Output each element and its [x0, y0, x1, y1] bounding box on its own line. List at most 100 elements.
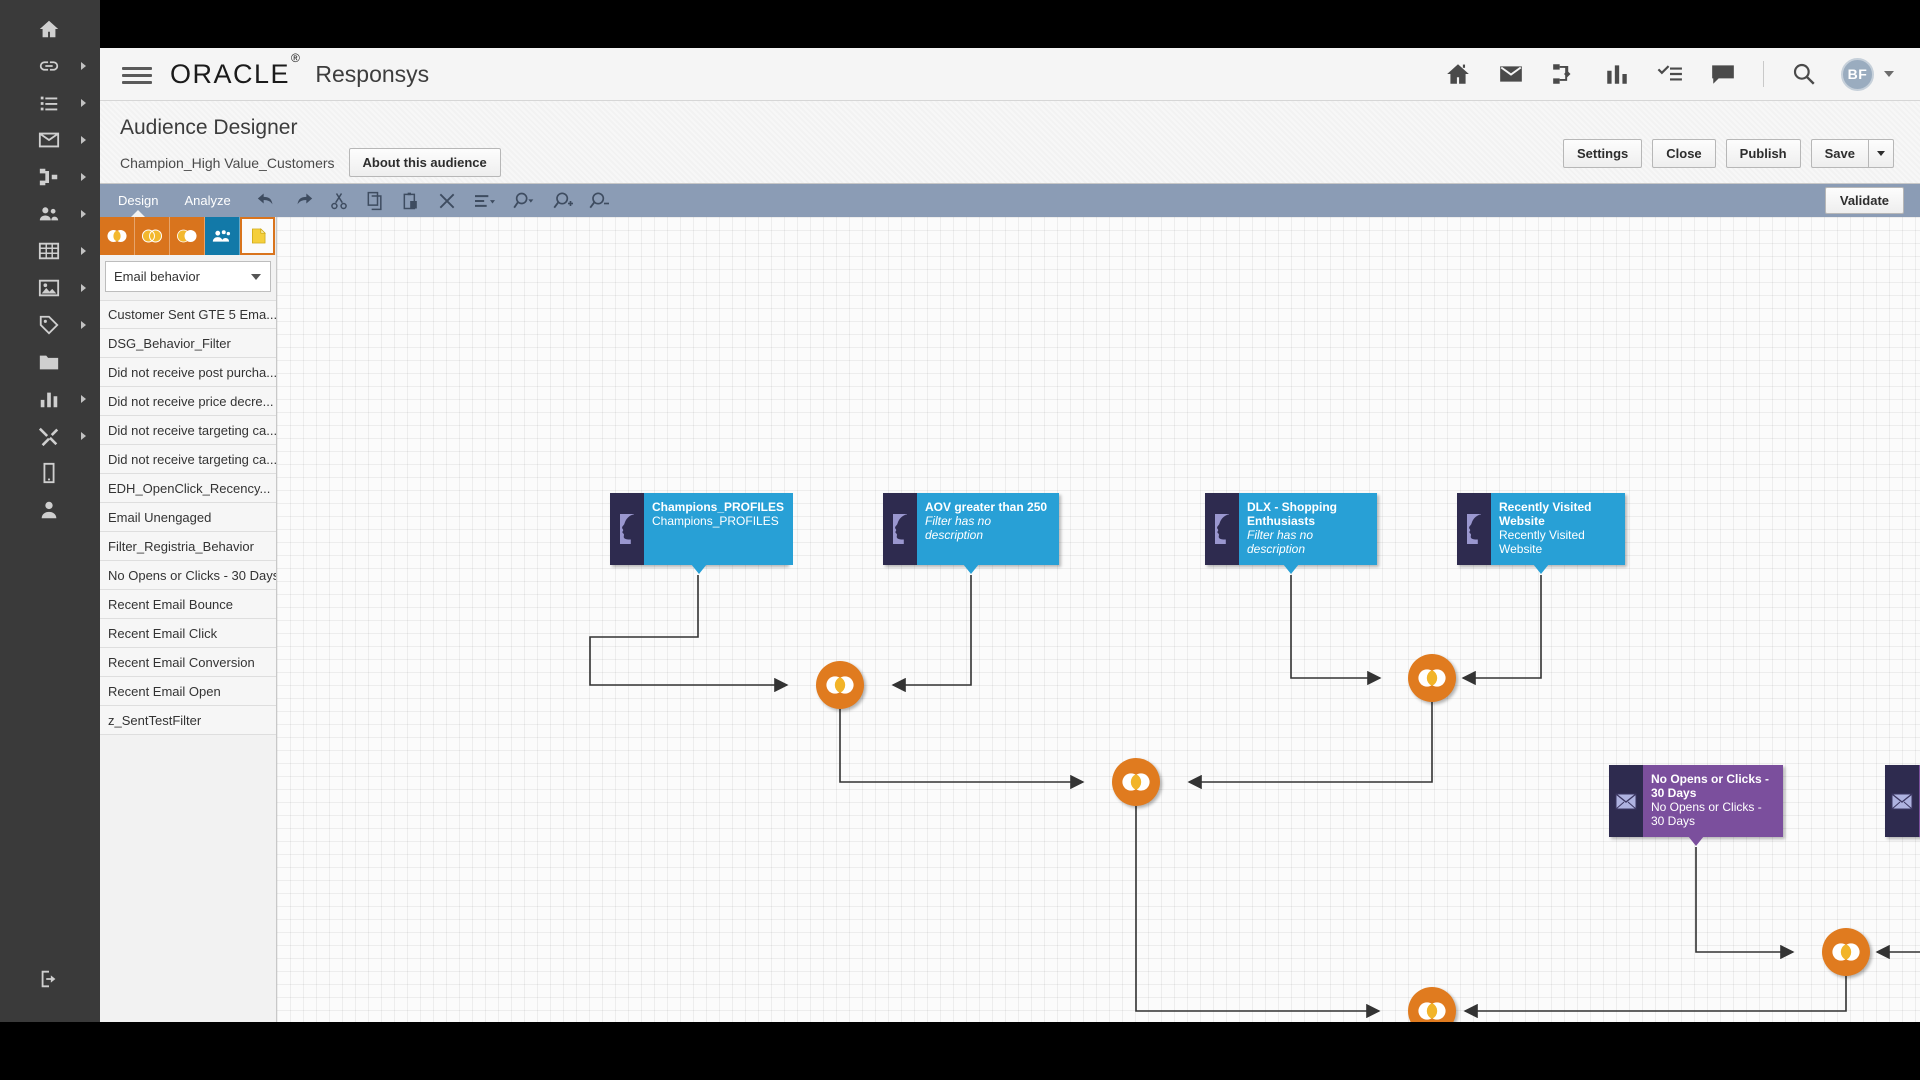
rail-item-email[interactable] [0, 121, 100, 158]
intersection-icon [107, 230, 127, 242]
rail-item-account[interactable] [0, 491, 100, 528]
search-icon[interactable] [1791, 61, 1817, 87]
rail-expand-arrow[interactable] [81, 135, 86, 144]
avatar-dropdown-icon[interactable] [1884, 71, 1894, 77]
palette-list-item[interactable]: Recent Email Conversion [100, 648, 276, 677]
rail-item-tools[interactable] [0, 417, 100, 454]
palette-list-item[interactable]: Email Unengaged [100, 503, 276, 532]
hamburger-menu-icon[interactable] [122, 63, 152, 85]
rail-item-folders[interactable] [0, 343, 100, 380]
palette-list-item[interactable]: Did not receive targeting ca... [100, 416, 276, 445]
flow-operator-op5[interactable] [1408, 987, 1456, 1022]
rail-expand-arrow[interactable] [81, 394, 86, 403]
avatar[interactable]: BF [1841, 57, 1874, 91]
palette-list-item[interactable]: Recent Email Open [100, 677, 276, 706]
align-icon[interactable] [473, 191, 497, 211]
publish-button[interactable]: Publish [1725, 139, 1801, 168]
zoom-out-icon[interactable] [589, 191, 609, 211]
palette-list-item[interactable]: Did not receive targeting ca... [100, 445, 276, 474]
flow-node-n6[interactable]: Recent Email BounceFilter has no descrip… [1885, 765, 1920, 837]
cut-icon[interactable] [329, 191, 349, 211]
chevron-down-icon [251, 273, 261, 280]
palette-tab-difference[interactable] [170, 217, 205, 255]
difference-icon [177, 229, 197, 243]
undo-icon[interactable] [257, 191, 277, 211]
save-dropdown-icon[interactable] [1868, 139, 1894, 168]
rail-expand-arrow[interactable] [81, 61, 86, 70]
profile-silhouette-icon [1210, 514, 1234, 544]
rail-item-content[interactable] [0, 269, 100, 306]
rail-expand-arrow[interactable] [81, 209, 86, 218]
rail-item-mobile[interactable] [0, 454, 100, 491]
rail-expand-arrow[interactable] [81, 320, 86, 329]
rail-item-program[interactable] [0, 158, 100, 195]
rail-expand-arrow[interactable] [81, 172, 86, 181]
bar-chart-icon[interactable] [1604, 61, 1630, 87]
flow-operator-op4[interactable] [1822, 928, 1870, 976]
palette-list-item[interactable]: Did not receive price decre... [100, 387, 276, 416]
set-intersection-icon [826, 676, 854, 694]
flow-operator-op2[interactable] [1408, 654, 1456, 702]
palette-tab-union[interactable] [135, 217, 170, 255]
about-this-audience-button[interactable]: About this audience [348, 148, 501, 177]
palette-list-item[interactable]: EDH_OpenClick_Recency... [100, 474, 276, 503]
redo-icon[interactable] [293, 191, 313, 211]
save-button-group: Save [1810, 139, 1894, 168]
delete-icon[interactable] [437, 191, 457, 211]
palette-list-item[interactable]: Recent Email Click [100, 619, 276, 648]
zoom-in-icon[interactable] [553, 191, 573, 211]
zoom-fit-icon[interactable] [513, 191, 537, 211]
rail-item-links[interactable] [0, 47, 100, 84]
rail-expand-arrow[interactable] [81, 246, 86, 255]
program-icon [39, 168, 58, 185]
palette-tab-audience[interactable] [205, 217, 240, 255]
tab-design[interactable]: Design [118, 193, 159, 217]
palette-tab-filters[interactable] [240, 217, 275, 255]
palette-category-select[interactable]: Email behavior [105, 261, 271, 292]
program-flow-icon[interactable] [1551, 61, 1577, 87]
envelope-icon[interactable] [1498, 61, 1524, 87]
rail-item-tags[interactable] [0, 306, 100, 343]
palette-list-item[interactable]: z_SentTestFilter [100, 706, 276, 735]
rail-item-logout[interactable] [38, 968, 60, 990]
palette-list-item[interactable]: Did not receive post purcha... [100, 358, 276, 387]
palette-list-item[interactable]: No Opens or Clicks - 30 Days [100, 561, 276, 590]
palette-list-item[interactable]: Recent Email Bounce [100, 590, 276, 619]
checklist-icon[interactable] [1657, 61, 1683, 87]
palette-tab-intersection[interactable] [100, 217, 135, 255]
rail-item-home[interactable] [0, 10, 100, 47]
node-icon-panel [1609, 765, 1643, 837]
rail-item-tasks[interactable] [0, 84, 100, 121]
copy-icon[interactable] [365, 191, 385, 211]
palette-list-item[interactable]: DSG_Behavior_Filter [100, 329, 276, 358]
global-nav-rail[interactable] [0, 0, 100, 1022]
flow-operator-op3[interactable] [1112, 758, 1160, 806]
rail-item-reports[interactable] [0, 380, 100, 417]
validate-button[interactable]: Validate [1824, 187, 1904, 214]
rail-item-data[interactable] [0, 232, 100, 269]
rail-expand-arrow[interactable] [81, 283, 86, 292]
palette-category-value: Email behavior [114, 269, 200, 284]
palette-list-item[interactable]: Customer Sent GTE 5 Ema... [100, 300, 276, 329]
tab-analyze[interactable]: Analyze [184, 193, 231, 208]
rail-item-audiences[interactable] [0, 195, 100, 232]
chat-bubble-icon[interactable] [1710, 61, 1736, 87]
rail-expand-arrow[interactable] [81, 98, 86, 107]
rail-expand-arrow[interactable] [81, 431, 86, 440]
save-button[interactable]: Save [1810, 139, 1868, 168]
home-icon[interactable] [1445, 61, 1471, 87]
settings-button[interactable]: Settings [1562, 139, 1643, 168]
palette-list-item[interactable]: Filter_Registria_Behavior [100, 532, 276, 561]
close-button[interactable]: Close [1652, 139, 1716, 168]
paste-icon[interactable] [401, 191, 421, 211]
node-icon-panel [610, 493, 644, 565]
flow-operator-op1[interactable] [816, 661, 864, 709]
